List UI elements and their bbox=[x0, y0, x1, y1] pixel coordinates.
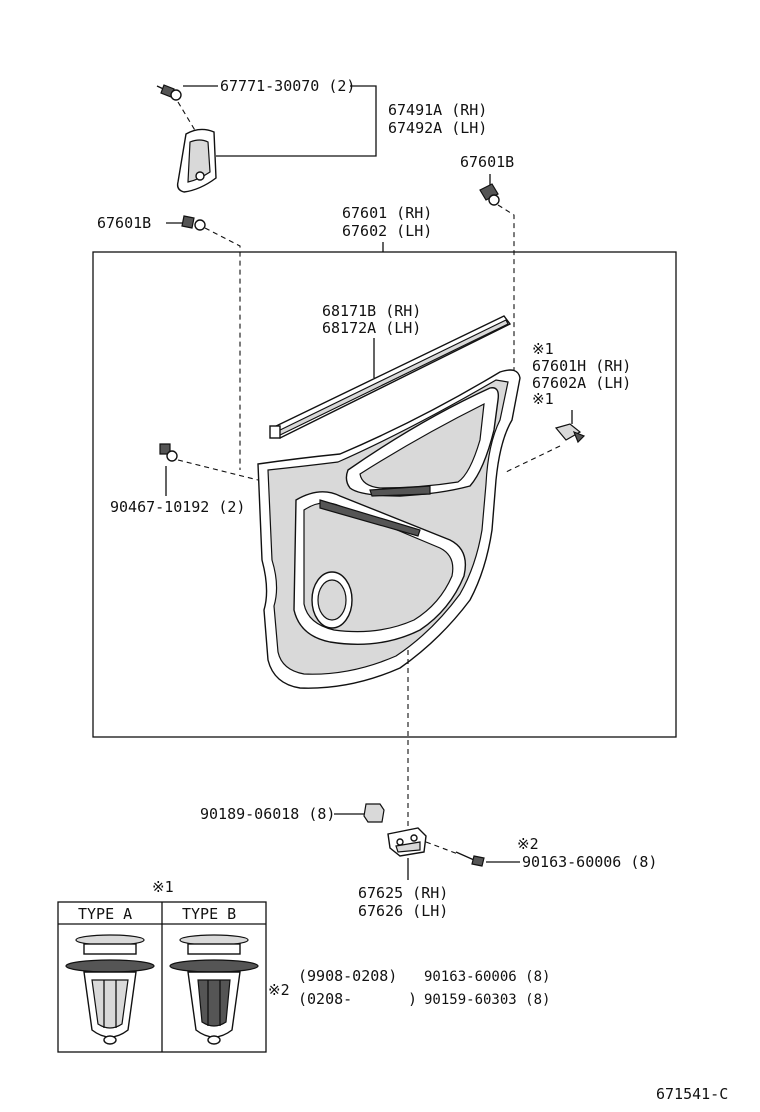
trim-bracket-67491a bbox=[176, 128, 217, 193]
label-67625-rh: 67625 (RH) bbox=[358, 884, 448, 902]
range-1-part: 90163-60006 (8) bbox=[424, 969, 550, 985]
bolt-67771-icon bbox=[156, 84, 182, 101]
label-68171b-rh: 68171B (RH) bbox=[322, 302, 421, 320]
label-67771-30070: 67771-30070 (2) bbox=[220, 77, 355, 95]
clip-90467-icon bbox=[159, 443, 178, 462]
label-90163-60006: 90163-60006 (8) bbox=[522, 853, 657, 871]
label-67601b-left: 67601B bbox=[97, 214, 151, 232]
range-2-dates: (0208- bbox=[298, 990, 352, 1008]
label-67491a-rh: 67491A (RH) bbox=[388, 101, 487, 119]
label-67602-lh: 67602 (LH) bbox=[342, 222, 432, 240]
label-67601b-right: 67601B bbox=[460, 153, 514, 171]
weatherstrip-68171b bbox=[269, 315, 512, 439]
range-2-part: 90159-60303 (8) bbox=[424, 992, 550, 1008]
nut-90189-icon bbox=[363, 803, 385, 823]
bracket-67625 bbox=[387, 827, 427, 857]
door-trim-board-67601 bbox=[257, 369, 521, 689]
clip-type-a-icon bbox=[65, 934, 155, 1045]
clip-67601h-icon bbox=[554, 423, 586, 444]
label-67601h-rh: 67601H (RH) bbox=[532, 357, 631, 375]
mark2-screw: ※2 bbox=[517, 835, 539, 853]
clip-67601b-left-icon bbox=[181, 215, 206, 231]
diagram-code: 671541-C bbox=[656, 1085, 728, 1103]
mark2-legend: ※2 bbox=[268, 981, 290, 999]
clip-67601b-right-icon bbox=[479, 183, 500, 206]
label-90189-06018: 90189-06018 (8) bbox=[200, 805, 335, 823]
legend-type-a: TYPE A bbox=[78, 905, 132, 923]
range-2-close: ) bbox=[408, 990, 417, 1008]
assembly-frame bbox=[92, 251, 677, 738]
label-90467-10192: 90467-10192 (2) bbox=[110, 498, 245, 516]
mark1-top: ※1 bbox=[532, 340, 554, 358]
label-67601-rh: 67601 (RH) bbox=[342, 204, 432, 222]
screw-90163-icon bbox=[455, 851, 485, 867]
mark1-legend: ※1 bbox=[152, 878, 174, 896]
label-67626-lh: 67626 (LH) bbox=[358, 902, 448, 920]
label-67492a-lh: 67492A (LH) bbox=[388, 119, 487, 137]
label-68172a-lh: 68172A (LH) bbox=[322, 319, 421, 337]
label-67602a-lh: 67602A (LH) bbox=[532, 374, 631, 392]
range-1-dates: (9908-0208) bbox=[298, 967, 397, 985]
mark1-clip: ※1 bbox=[532, 390, 554, 408]
clip-type-b-icon bbox=[169, 934, 259, 1045]
legend-type-b: TYPE B bbox=[182, 905, 236, 923]
